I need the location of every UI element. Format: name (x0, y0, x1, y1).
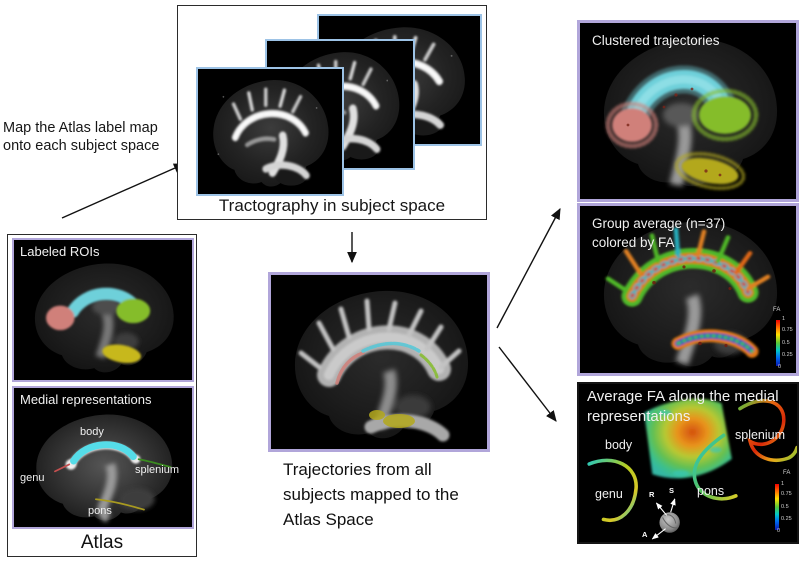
atlas-box: Labeled ROIs Medial representations body… (7, 234, 197, 557)
fa-colorbar-label: FA (773, 307, 781, 313)
medial-splenium-label: splenium (135, 464, 180, 476)
group-average-panel: Group average (n=37) colored by FA FA 1 … (577, 203, 799, 376)
fa2-tick-05: 0.5 (781, 504, 789, 510)
clustered-trajectories-panel: Clustered trajectories (577, 20, 799, 202)
fa2-tick-075: 0.75 (781, 491, 792, 497)
subject-brain-image-1 (196, 67, 344, 196)
orientation-s-label: S (669, 486, 675, 495)
fa-tick-05: 0.5 (782, 340, 790, 346)
labeled-rois-title: Labeled ROIs (20, 244, 100, 259)
atlas-space-caption-line2: subjects mapped to the (283, 485, 459, 504)
atlas-space-brain-image (271, 275, 487, 449)
arrow-to-clustered (496, 208, 561, 329)
arrow-map-to-subjects (61, 163, 186, 219)
atlas-caption: Atlas (80, 532, 124, 553)
map-note-line2: onto each subject space (3, 138, 160, 154)
atlas-space-caption-line3: Atlas Space (283, 510, 374, 529)
tractography-caption: Tractography in subject space (218, 196, 446, 215)
fa2-tick-0: 0 (777, 528, 781, 534)
fa-tick-0: 0 (778, 364, 782, 370)
orientation-a-label: A (642, 530, 648, 539)
group-average-title: Group average (n=37) colored by FA (592, 214, 725, 252)
medial-body-label: body (80, 426, 104, 438)
fa-colorbar-gradient (776, 320, 780, 366)
fa-genu-label: genu (595, 487, 623, 501)
fa-colorbar2-label: FA (783, 470, 791, 476)
group-average-title-line2: colored by FA (592, 235, 675, 250)
fa-pons-label: pons (697, 484, 725, 498)
fa-splenium-label: splenium (735, 428, 786, 442)
labeled-rois-brain-image (14, 240, 192, 380)
map-note-line1: Map the Atlas label map (3, 120, 158, 136)
fa-colorbar2-gradient (775, 484, 779, 530)
fa-body-label: body (605, 438, 633, 452)
fa2-tick-1: 1 (781, 481, 785, 487)
group-average-title-line1: Group average (n=37) (592, 216, 726, 231)
medial-representations-title: Medial representations (20, 392, 152, 407)
medial-genu-label: genu (20, 472, 45, 484)
fa-tick-075: 0.75 (782, 327, 793, 333)
fa-tick-1: 1 (782, 316, 786, 322)
atlas-space-caption-line1: Trajectories from all (283, 460, 432, 479)
clustered-trajectories-title: Clustered trajectories (592, 33, 720, 48)
map-note: Map the Atlas label map onto each subjec… (3, 119, 159, 155)
atlas-space-caption: Trajectories from all subjects mapped to… (283, 457, 459, 532)
average-fa-panel: Average FA along the medial representati… (577, 382, 799, 544)
fa2-tick-025: 0.25 (781, 516, 792, 522)
average-fa-title-line1: Average FA along the medial (587, 388, 779, 405)
medial-pons-label: pons (88, 505, 112, 517)
tractography-box: Tractography in subject space (177, 5, 487, 220)
orientation-r-label: R (649, 490, 655, 499)
arrow-to-average-fa (498, 346, 557, 422)
medial-representations-panel: Medial representations body genu spleniu… (12, 386, 194, 529)
average-fa-title-line2: representations (587, 408, 691, 425)
labeled-rois-panel: Labeled ROIs (12, 238, 194, 382)
fa-tick-025: 0.25 (782, 352, 793, 358)
average-fa-title: Average FA along the medial representati… (587, 387, 779, 427)
atlas-space-panel (268, 272, 490, 452)
